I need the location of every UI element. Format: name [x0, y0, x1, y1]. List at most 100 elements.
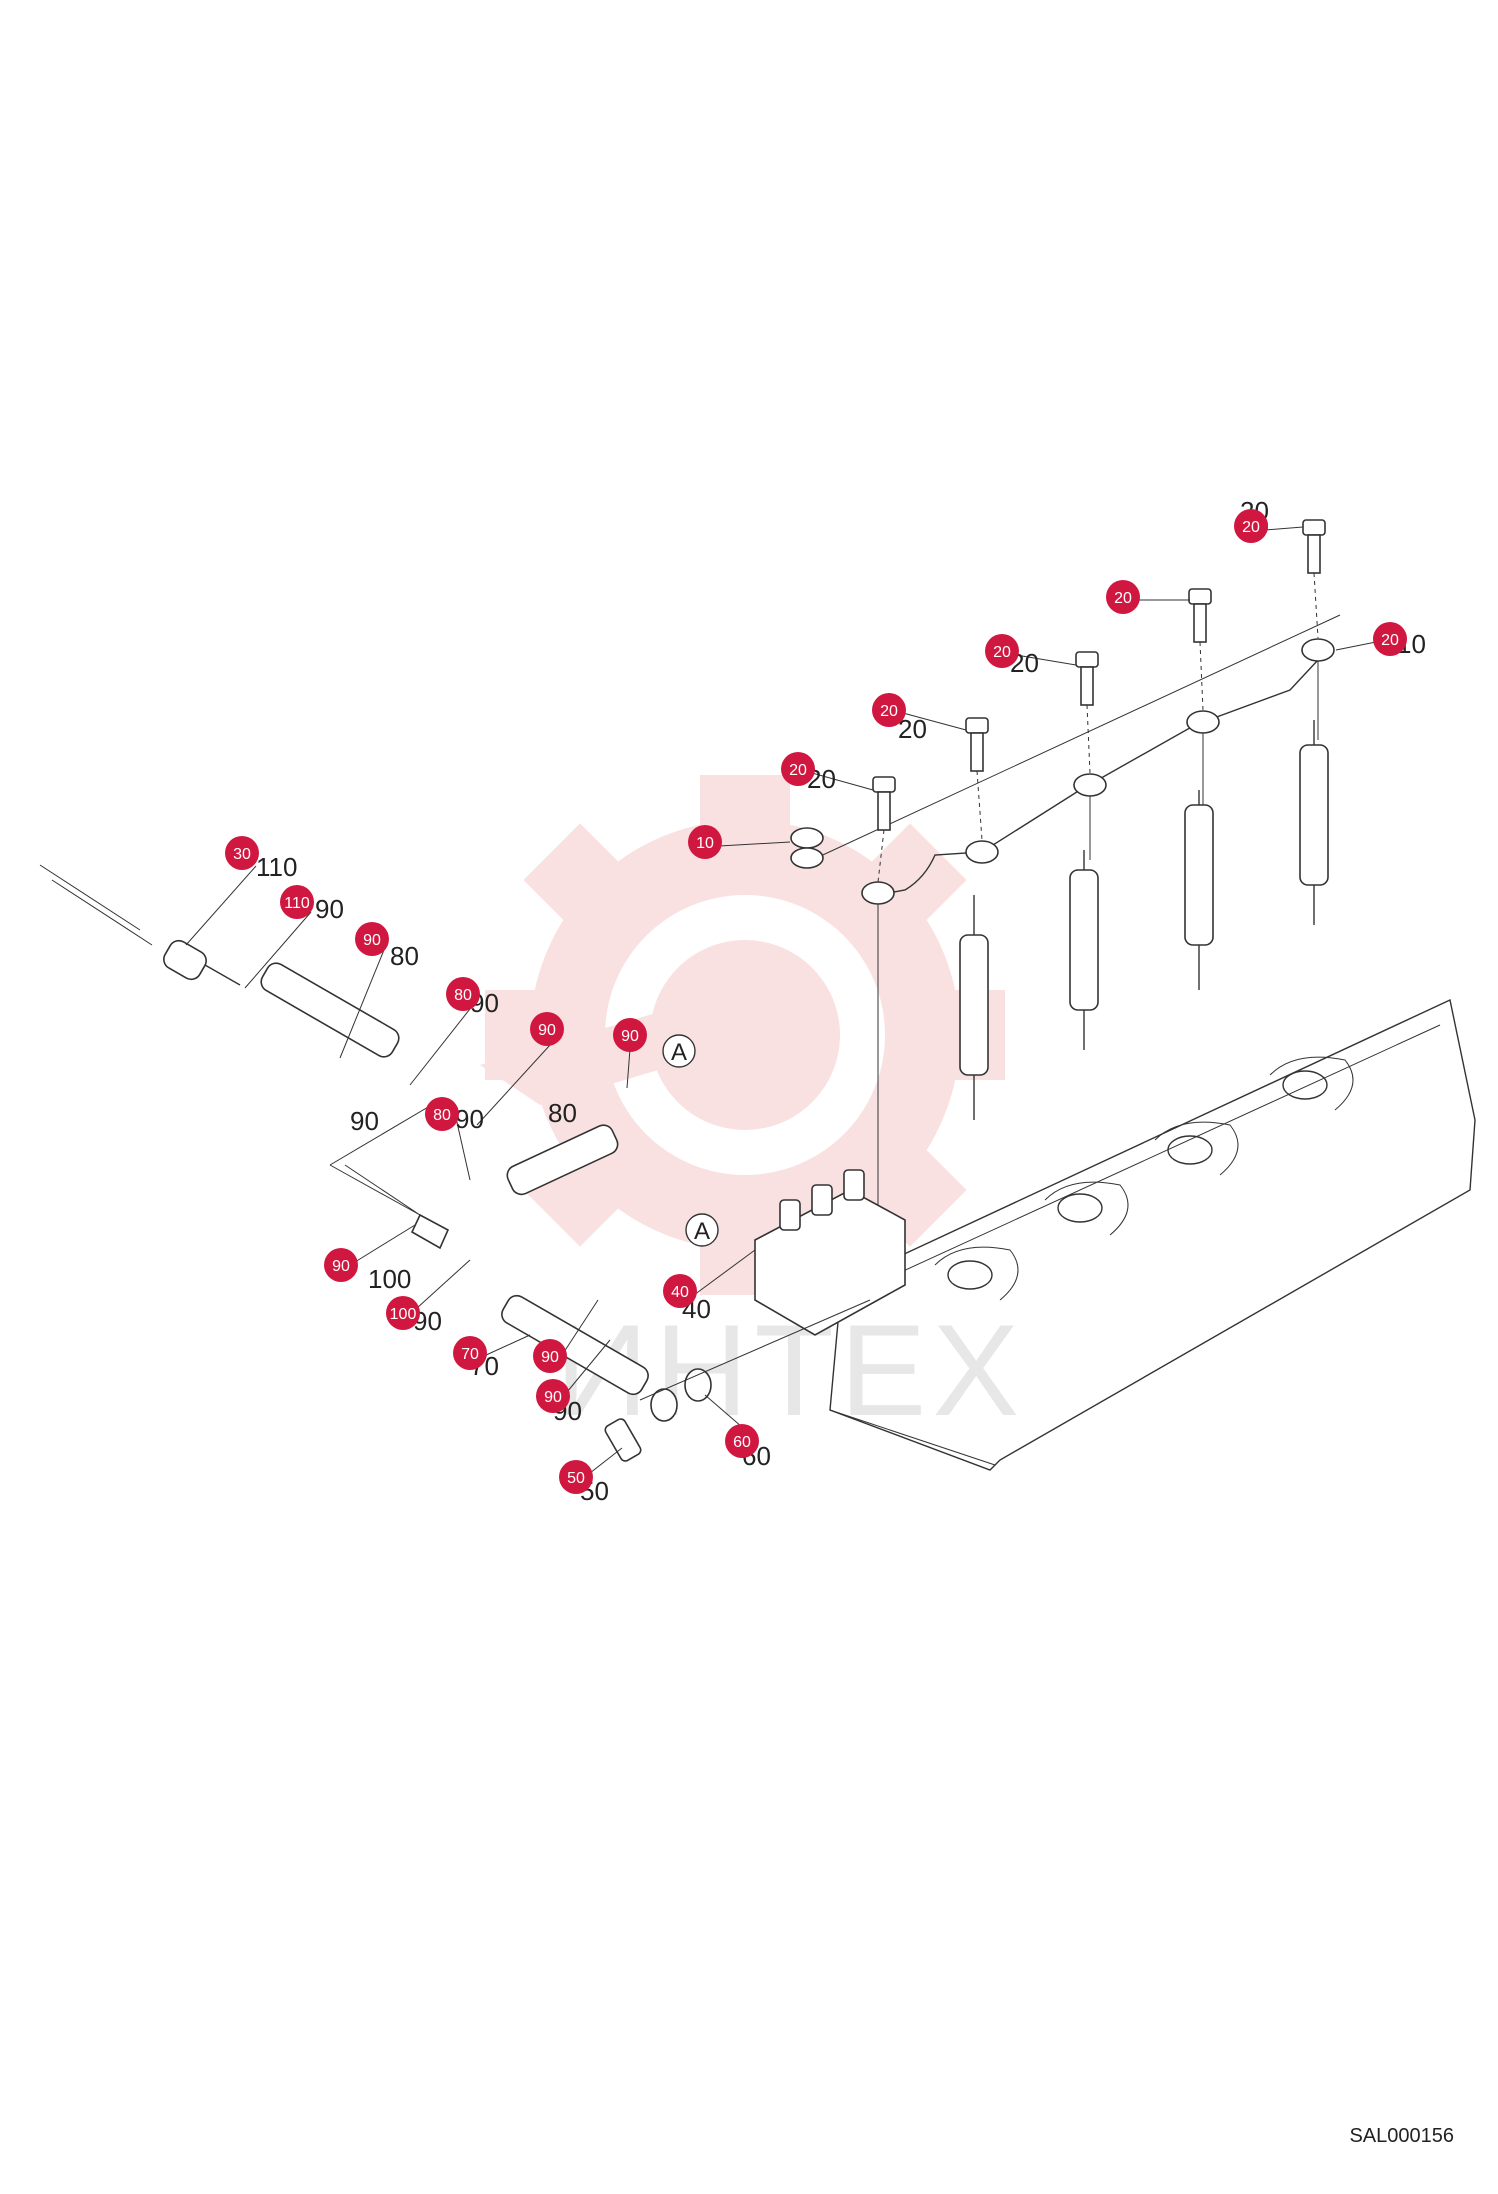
callout-circle	[872, 693, 906, 727]
drawing-code: SAL000156	[1349, 2125, 1454, 2147]
leader-line	[185, 865, 257, 946]
part-number: 100	[368, 1264, 411, 1294]
callout-label: 20	[789, 762, 807, 779]
callout-label: 10	[696, 835, 714, 852]
callout-circle	[1373, 622, 1407, 656]
leader-line	[566, 1339, 611, 1393]
leader-line	[455, 1117, 471, 1181]
callout-label: 40	[671, 1284, 689, 1301]
callout-circle	[781, 752, 815, 786]
callout-label: 20	[1242, 519, 1260, 536]
callout-label: 80	[433, 1107, 451, 1124]
callout-marker[interactable]: 100	[386, 1296, 420, 1330]
callout-circle	[559, 1460, 593, 1494]
callout-label: 20	[1114, 590, 1132, 607]
callout-label: 30	[233, 846, 251, 863]
callout-marker[interactable]: 20	[1106, 580, 1140, 614]
leader-line	[409, 999, 478, 1086]
leader-line	[1264, 526, 1304, 531]
callout-marker[interactable]: 70	[453, 1336, 487, 1370]
supply-pump	[754, 1169, 906, 1336]
callout-label: 20	[993, 644, 1011, 661]
callout-marker[interactable]: 110	[280, 885, 314, 919]
callout-marker[interactable]: 60	[725, 1424, 759, 1458]
leader-line	[476, 1032, 562, 1126]
leader-line	[563, 1299, 599, 1353]
leader-line	[483, 1334, 531, 1357]
leader-line	[693, 1249, 756, 1296]
callout-marker[interactable]: 80	[425, 1097, 459, 1131]
part-number: 80	[390, 941, 419, 971]
callout-circle	[453, 1336, 487, 1370]
callout-label: 90	[541, 1349, 559, 1366]
callout-label: 100	[390, 1306, 417, 1323]
callout-label: 90	[538, 1022, 556, 1039]
part-number: 110	[256, 852, 297, 882]
reference-markers	[662, 1034, 719, 1247]
callout-label: 90	[332, 1258, 350, 1275]
callout-marker[interactable]: 20	[1234, 509, 1268, 543]
callout-label: 90	[544, 1389, 562, 1406]
callout-circle	[324, 1248, 358, 1282]
callout-label: 110	[284, 895, 310, 912]
callout-label: 20	[1381, 632, 1399, 649]
callout-circle	[533, 1339, 567, 1373]
callout-circle	[688, 825, 722, 859]
callout-circle	[446, 977, 480, 1011]
callout-label: 90	[363, 932, 381, 949]
callout-circle	[425, 1097, 459, 1131]
callout-marker[interactable]: 90	[613, 1018, 647, 1052]
leader-line	[718, 841, 791, 847]
callout-circle	[725, 1424, 759, 1458]
callout-marker[interactable]: 50	[559, 1460, 593, 1494]
callout-label: 60	[733, 1434, 751, 1451]
callout-label: 80	[454, 987, 472, 1004]
callout-marker[interactable]: 90	[533, 1339, 567, 1373]
callout-marker[interactable]: 90	[536, 1379, 570, 1413]
leader-line	[339, 944, 387, 1059]
callout-label: 20	[880, 703, 898, 720]
reference-letters: AA	[671, 1039, 710, 1245]
part-number: 90	[315, 894, 344, 924]
callout-circle	[225, 836, 259, 870]
part-number: 90	[350, 1106, 379, 1136]
callout-circle	[280, 885, 314, 919]
return-hoses	[39, 864, 871, 1462]
callout-marker[interactable]: 20	[781, 752, 815, 786]
callout-marker[interactable]: 90	[324, 1248, 358, 1282]
leader-line	[416, 1259, 471, 1309]
leader-line	[811, 772, 874, 791]
callout-circle	[663, 1274, 697, 1308]
leader-lines	[185, 526, 1377, 1474]
leader-line	[589, 1447, 623, 1474]
leader-line	[902, 712, 967, 731]
callout-circle	[355, 922, 389, 956]
callout-circle	[536, 1379, 570, 1413]
callout-marker[interactable]: 20	[985, 634, 1019, 668]
callout-marker[interactable]: 20	[1373, 622, 1407, 656]
callout-circle	[1106, 580, 1140, 614]
callout-marker[interactable]: 40	[663, 1274, 697, 1308]
callout-marker[interactable]: 20	[872, 693, 906, 727]
cylinder-head	[829, 998, 1476, 1471]
part-number: 90	[455, 1104, 484, 1134]
callout-label: 50	[567, 1470, 585, 1487]
callout-label: 70	[461, 1346, 479, 1363]
part-number: 80	[548, 1098, 577, 1128]
callout-marker[interactable]: 90	[355, 922, 389, 956]
callout-marker[interactable]: 80	[446, 977, 480, 1011]
callout-marker[interactable]: 30	[225, 836, 259, 870]
callout-circle	[386, 1296, 420, 1330]
callout-circle	[1234, 509, 1268, 543]
leader-line	[704, 1394, 743, 1428]
washer-30	[790, 827, 824, 869]
injectors	[959, 720, 1329, 1120]
callout-marker[interactable]: 90	[530, 1012, 564, 1046]
callout-circle	[985, 634, 1019, 668]
leader-line	[354, 1224, 416, 1263]
callout-marker[interactable]: 10	[688, 825, 722, 859]
bolts	[872, 519, 1326, 1250]
reference-letter: A	[694, 1218, 710, 1245]
